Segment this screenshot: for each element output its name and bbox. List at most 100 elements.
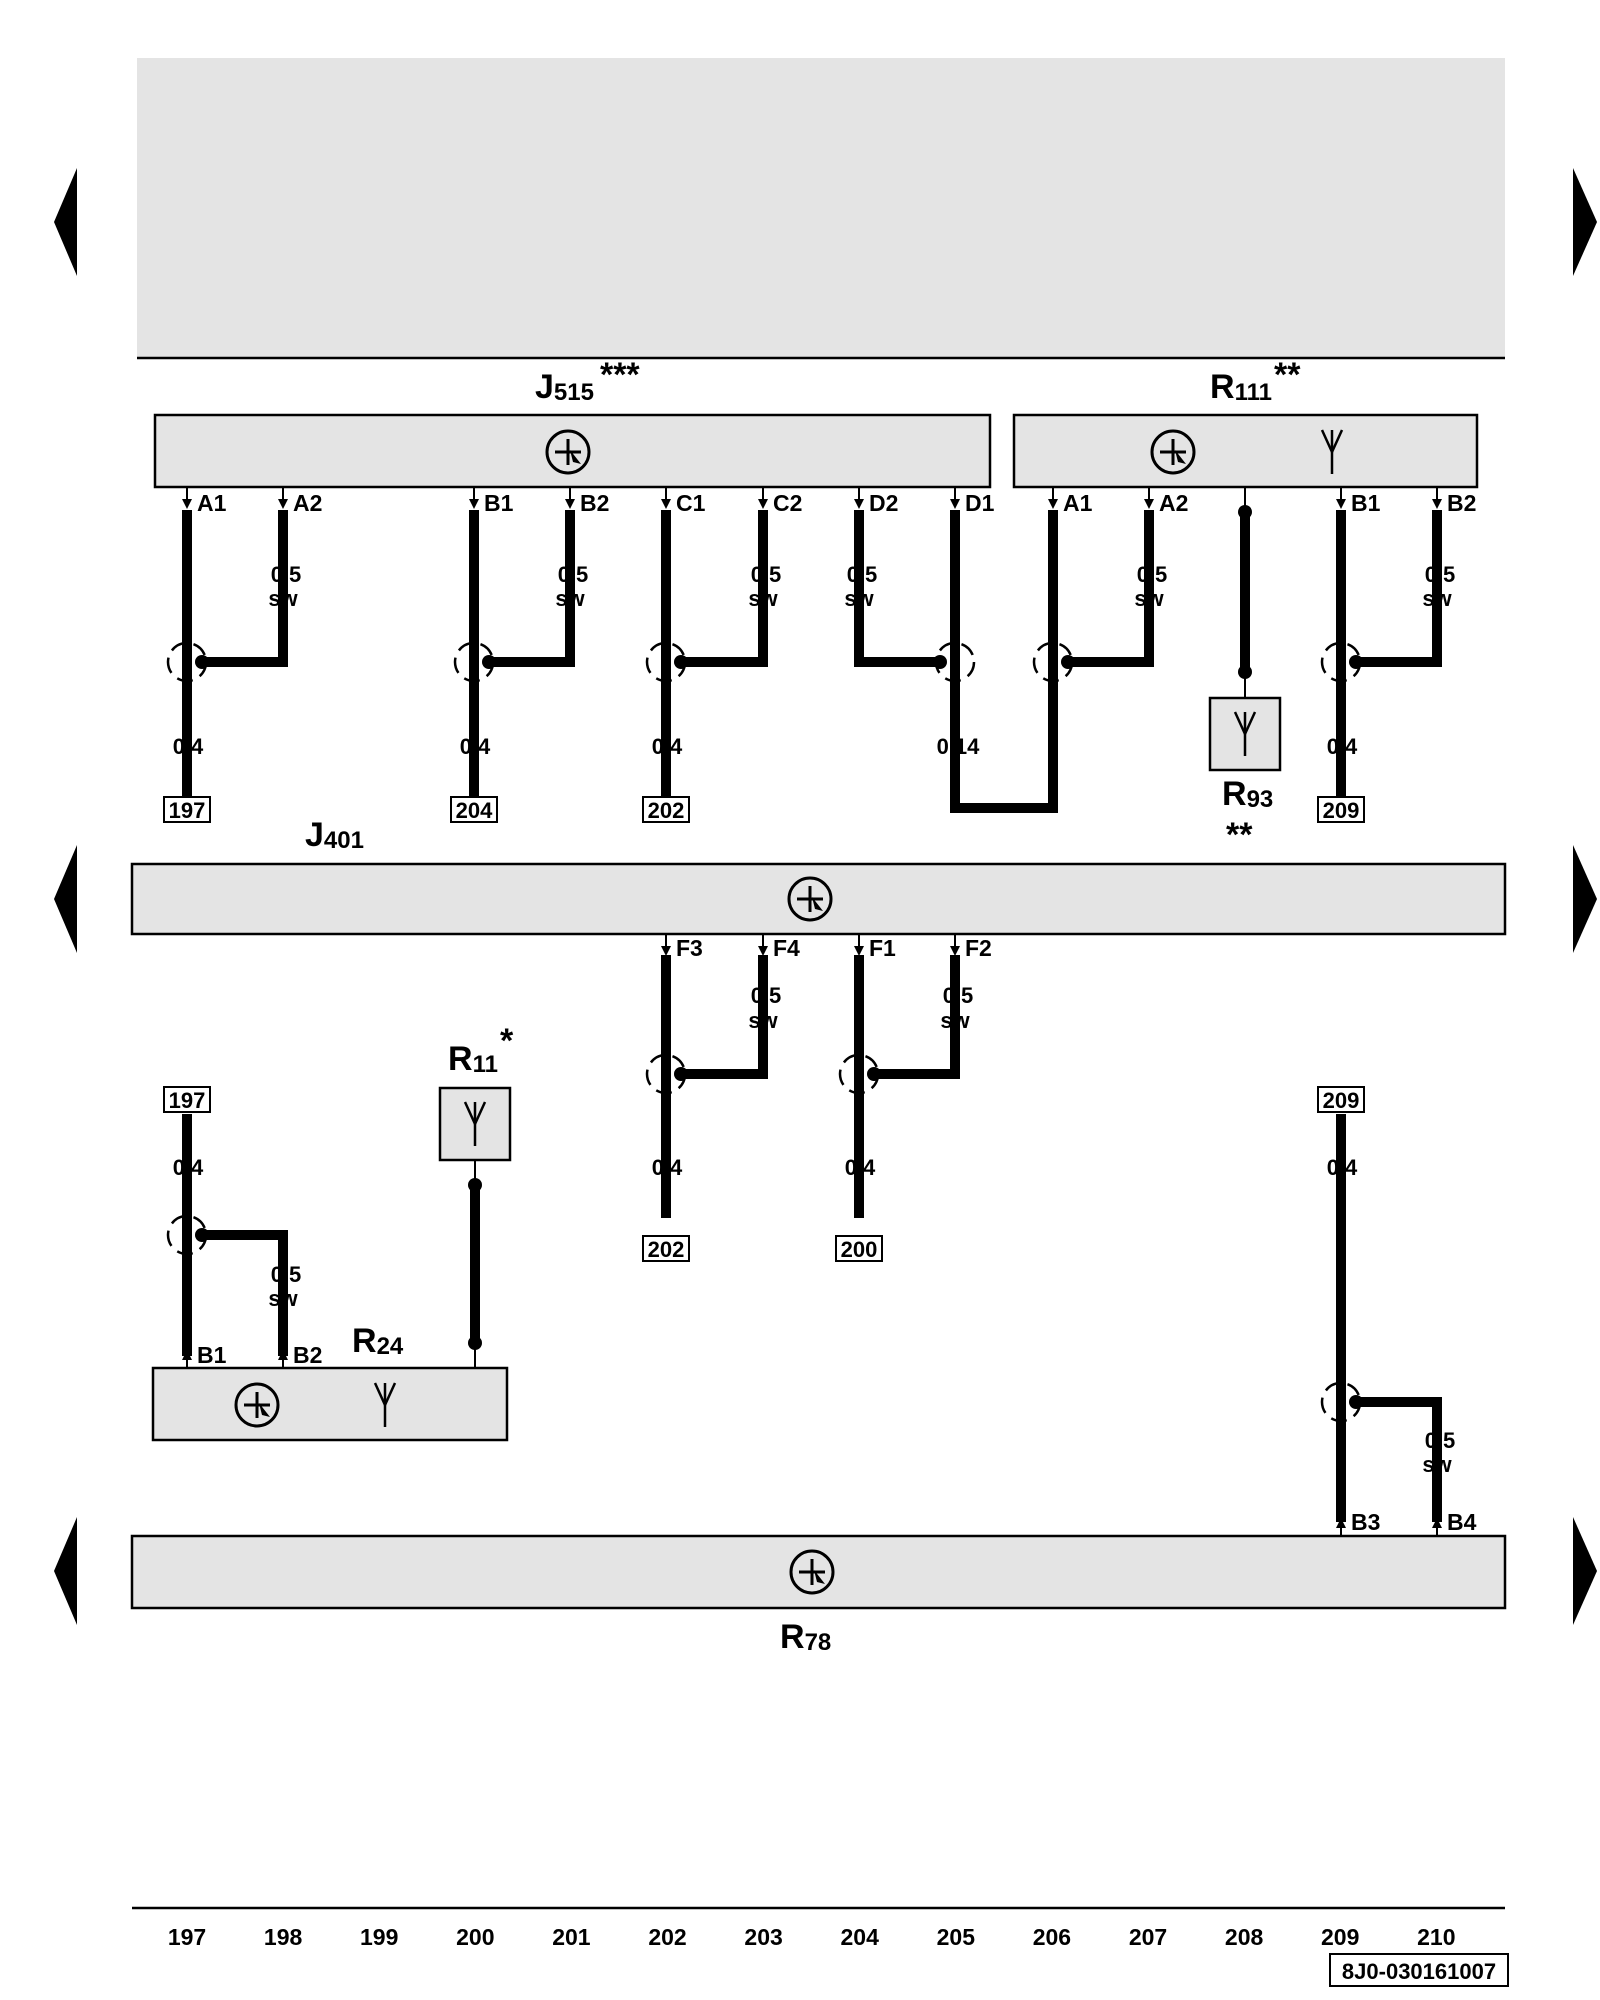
j401-label: J401 (305, 816, 364, 854)
junction-dot (1238, 665, 1252, 679)
r93-label: R93 (1222, 775, 1273, 813)
r93-mark: ** (1226, 816, 1253, 854)
pin-arrow-icon (661, 946, 671, 956)
wire-size-label: 0,4 (652, 1155, 683, 1180)
r11-label: R11* (448, 1022, 514, 1078)
wire-size-label: 0,5 (1137, 562, 1168, 587)
pin-arrow-icon (854, 499, 864, 509)
wire-size-label: 0,5 (271, 1262, 302, 1287)
junction-dot (482, 655, 496, 669)
pin-label-r111-a1: A1 (1063, 490, 1093, 516)
r111-box (1012, 413, 1479, 489)
wire-size-label: 0,5 (271, 562, 302, 587)
pin-arrow-icon (661, 499, 671, 509)
ref-box-202-bottom[interactable]: 202 (642, 1235, 690, 1262)
wire-color-label: sw (940, 1008, 970, 1033)
wire-size-label: 0,4 (173, 1155, 204, 1180)
pin-label-j515-b2: B2 (580, 490, 609, 516)
wire-size-label: 0,5 (943, 983, 974, 1008)
pin-label-r24-b1: B1 (197, 1342, 227, 1368)
wire-color-label: sw (748, 1008, 778, 1033)
pin-arrow-icon (469, 499, 479, 509)
pin-arrow-icon (950, 946, 960, 956)
wiring-upper (182, 510, 1442, 813)
pin-arrow-icon (1432, 1518, 1442, 1528)
wire-color-label: sw (844, 586, 874, 611)
wire-color-label: sw (748, 586, 778, 611)
page-arrow-icon-right-top[interactable] (1573, 168, 1597, 276)
coax-connector-icon (545, 429, 591, 475)
junction-dot (468, 1178, 482, 1192)
wire-size-label: 0,4 (460, 734, 491, 759)
pin-arrow-icon (950, 499, 960, 509)
svg-text:197: 197 (169, 1088, 206, 1113)
ref-box-202-top[interactable]: 202 (642, 796, 690, 823)
pin-label-r24-b2: B2 (293, 1342, 322, 1368)
pin-arrow-icon (758, 499, 768, 509)
junction-dot (195, 1228, 209, 1242)
ref-box-204-top[interactable]: 204 (450, 796, 498, 823)
r24-box (151, 1366, 509, 1442)
antenna-icon (1320, 429, 1344, 474)
page-arrow-icon-left-bottom[interactable] (54, 1517, 77, 1625)
wire-color-label: sw (1422, 1452, 1452, 1477)
junction-dot (195, 655, 209, 669)
wire-size-label: 0,4 (652, 734, 683, 759)
junction-dot (674, 655, 688, 669)
pin-arrow-icon (278, 499, 288, 509)
coax-connector-icon (787, 876, 833, 922)
pin-arrow-icon (1048, 499, 1058, 509)
antenna-icon (1233, 711, 1257, 756)
wire-color-label: sw (268, 1286, 298, 1311)
column-number: 201 (552, 1924, 591, 1950)
wire-labels: 0,4 0,4 0,4 0,14 0,4 0,5 sw 0,5 sw 0,5 s… (173, 562, 1456, 1477)
r111-label: R111** (1210, 356, 1301, 406)
pin-label-j515-d1: D1 (965, 490, 995, 516)
pin-arrow-icon (565, 499, 575, 509)
page-arrow-icon-left-mid[interactable] (54, 845, 77, 953)
wire-size-label: 0,5 (751, 562, 782, 587)
wire-color-label: sw (555, 586, 585, 611)
coax-connector-icon (234, 1382, 280, 1428)
pin-label-j401-f1: F1 (869, 935, 896, 961)
r24-label: R24 (352, 1322, 404, 1360)
junction-dot (674, 1067, 688, 1081)
column-number: 203 (744, 1924, 782, 1950)
svg-text:202: 202 (648, 798, 685, 823)
junction-dot (933, 655, 947, 669)
ref-box-197-mid[interactable]: 197 (163, 1086, 211, 1113)
pin-label-j515-a2: A2 (293, 490, 322, 516)
page-arrow-icon-right-mid[interactable] (1573, 845, 1597, 953)
pin-label-j401-f4: F4 (773, 935, 800, 961)
pin-label-j515-b1: B1 (484, 490, 514, 516)
column-number: 208 (1225, 1924, 1264, 1950)
pin-label-j515-d2: D2 (869, 490, 898, 516)
pin-arrow-icon (758, 946, 768, 956)
wire-size-label: 0,14 (937, 734, 981, 759)
svg-text:197: 197 (169, 798, 206, 823)
pin-label-r111-b2: B2 (1447, 490, 1476, 516)
wire-color-label: sw (1134, 586, 1164, 611)
pin-arrow-icon (278, 1350, 288, 1360)
page-arrow-icon-right-bottom[interactable] (1573, 1517, 1597, 1625)
svg-text:204: 204 (456, 798, 493, 823)
antenna-icon (463, 1101, 487, 1146)
pin-arrow-icon (854, 946, 864, 956)
pin-label-j401-f2: F2 (965, 935, 992, 961)
pin-arrow-icon (1144, 499, 1154, 509)
pin-label-j515-c1: C1 (676, 490, 706, 516)
svg-text:209: 209 (1323, 1088, 1360, 1113)
footer-code-box: 8J0-030161007 (1329, 1953, 1509, 1987)
pin-arrow-icon (1336, 499, 1346, 509)
ref-box-197-top[interactable]: 197 (163, 796, 211, 823)
coax-connector-icon (1150, 429, 1196, 475)
junction-dot (1349, 1395, 1363, 1409)
ref-box-209-top[interactable]: 209 (1317, 796, 1365, 823)
page-arrow-icon-left-top[interactable] (54, 168, 77, 276)
antenna-icon (373, 1382, 397, 1427)
ref-box-209-mid[interactable]: 209 (1317, 1086, 1365, 1113)
ref-box-200-bottom[interactable]: 200 (835, 1235, 883, 1262)
j515-label: J515*** (535, 356, 640, 406)
column-number: 200 (456, 1924, 494, 1950)
